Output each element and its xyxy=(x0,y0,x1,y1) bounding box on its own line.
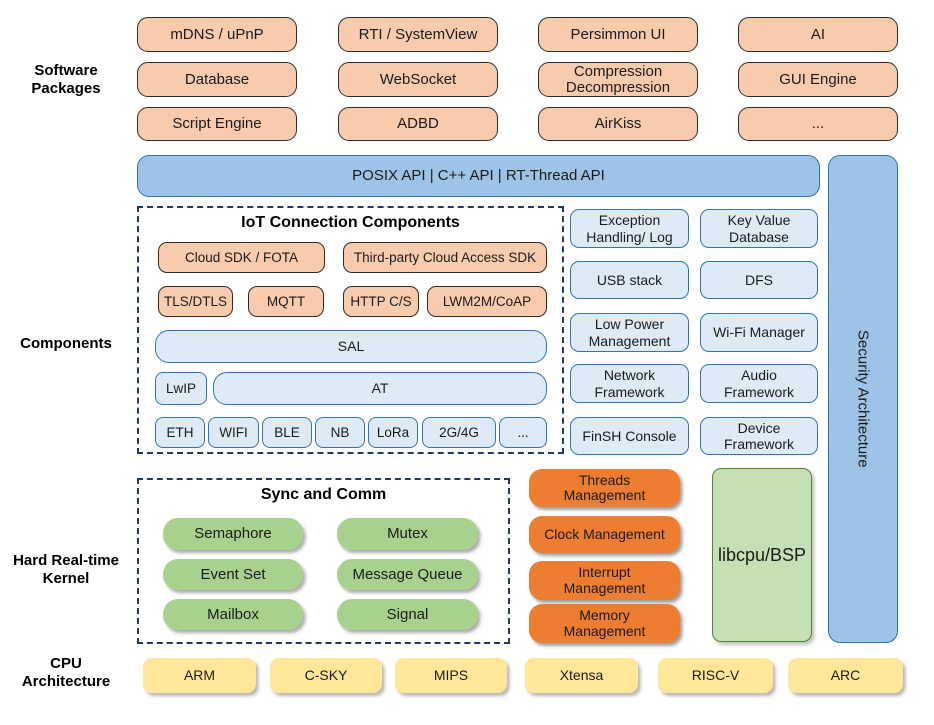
iot-lwip: LwIP xyxy=(155,372,207,405)
component-wifi-manager: Wi-Fi Manager xyxy=(700,313,818,352)
package-adbd: ADBD xyxy=(338,107,498,141)
kernel-memory-management: Memory Management xyxy=(529,604,680,643)
iot-link-lora: LoRa xyxy=(368,417,418,448)
iot-link-more: ... xyxy=(499,417,547,448)
kernel-libcpu-bsp: libcpu/BSP xyxy=(712,468,812,642)
component-finsh-console: FinSH Console xyxy=(570,417,689,455)
iot-link-wifi: WIFI xyxy=(208,417,259,448)
package-websocket: WebSocket xyxy=(338,62,498,97)
cpu-mips: MIPS xyxy=(395,658,507,693)
sync-and-comm-group xyxy=(137,478,510,644)
component-key-value-database: Key Value Database xyxy=(700,209,818,248)
kernel-clock-management: Clock Management xyxy=(529,516,680,553)
layer-label-software-packages: Software Packages xyxy=(31,62,101,97)
cpu-c-sky: C-SKY xyxy=(270,658,382,693)
kernel-semaphore: Semaphore xyxy=(163,518,303,550)
component-dfs: DFS xyxy=(700,261,818,299)
iot-sal-layer: SAL xyxy=(155,330,547,363)
kernel-signal: Signal xyxy=(337,599,478,630)
kernel-event-set: Event Set xyxy=(163,559,303,590)
package-airkiss: AirKiss xyxy=(538,107,698,141)
package-ai: AI xyxy=(738,17,898,52)
cpu-xtensa: Xtensa xyxy=(525,658,638,693)
package-compression-decompression: Compression Decompression xyxy=(538,62,698,97)
package-persimmon-ui: Persimmon UI xyxy=(538,17,698,52)
iot-http-cs: HTTP C/S xyxy=(343,286,419,317)
cpu-risc-v: RISC-V xyxy=(658,658,773,693)
component-usb-stack: USB stack xyxy=(570,261,689,299)
api-bar: POSIX API | C++ API | RT-Thread API xyxy=(137,155,820,197)
iot-link-nb: NB xyxy=(315,417,365,448)
iot-tls-dtls: TLS/DTLS xyxy=(158,286,233,317)
package-script-engine: Script Engine xyxy=(137,107,297,141)
kernel-mutex: Mutex xyxy=(337,518,478,550)
cpu-arc: ARC xyxy=(788,658,903,693)
iot-link-ble: BLE xyxy=(262,417,312,448)
package-rti-systemview: RTI / SystemView xyxy=(338,17,498,52)
layer-label-cpu-architecture: CPU Architecture xyxy=(21,655,111,690)
component-low-power-management: Low Power Management xyxy=(570,313,689,352)
iot-third-party-cloud-access-sdk: Third-party Cloud Access SDK xyxy=(343,242,547,273)
package-database: Database xyxy=(137,62,297,97)
component-network-framework: Network Framework xyxy=(570,364,689,403)
iot-link-eth: ETH xyxy=(155,417,205,448)
iot-connection-components-group xyxy=(137,206,564,454)
layer-label-components: Components xyxy=(20,335,112,352)
iot-at: AT xyxy=(213,372,547,405)
security-architecture-bar: Security Architecture xyxy=(828,155,898,643)
kernel-mailbox: Mailbox xyxy=(163,599,303,630)
component-exception-handling-log: Exception Handling/ Log xyxy=(570,209,689,248)
package-mdns-upnp: mDNS / uPnP xyxy=(137,17,297,52)
iot-cloud-sdk-fota: Cloud SDK / FOTA xyxy=(158,242,325,273)
component-audio-framework: Audio Framework xyxy=(700,364,818,403)
component-device-framework: Device Framework xyxy=(700,417,818,455)
iot-group-title: IoT Connection Components xyxy=(241,214,460,231)
package-gui-engine: GUI Engine xyxy=(738,62,898,97)
package-more: ... xyxy=(738,107,898,141)
kernel-threads-management: Threads Management xyxy=(529,469,680,507)
iot-link-2g-4g: 2G/4G xyxy=(422,417,496,448)
iot-mqtt: MQTT xyxy=(248,286,324,317)
sync-and-comm-title: Sync and Comm xyxy=(260,486,387,503)
cpu-arm: ARM xyxy=(143,658,256,693)
iot-lwm2m-coap: LWM2M/CoAP xyxy=(427,286,547,317)
kernel-message-queue: Message Queue xyxy=(337,559,478,590)
kernel-interrupt-management: Interrupt Management xyxy=(529,561,680,600)
layer-label-kernel: Hard Real-time Kernel xyxy=(13,552,119,587)
